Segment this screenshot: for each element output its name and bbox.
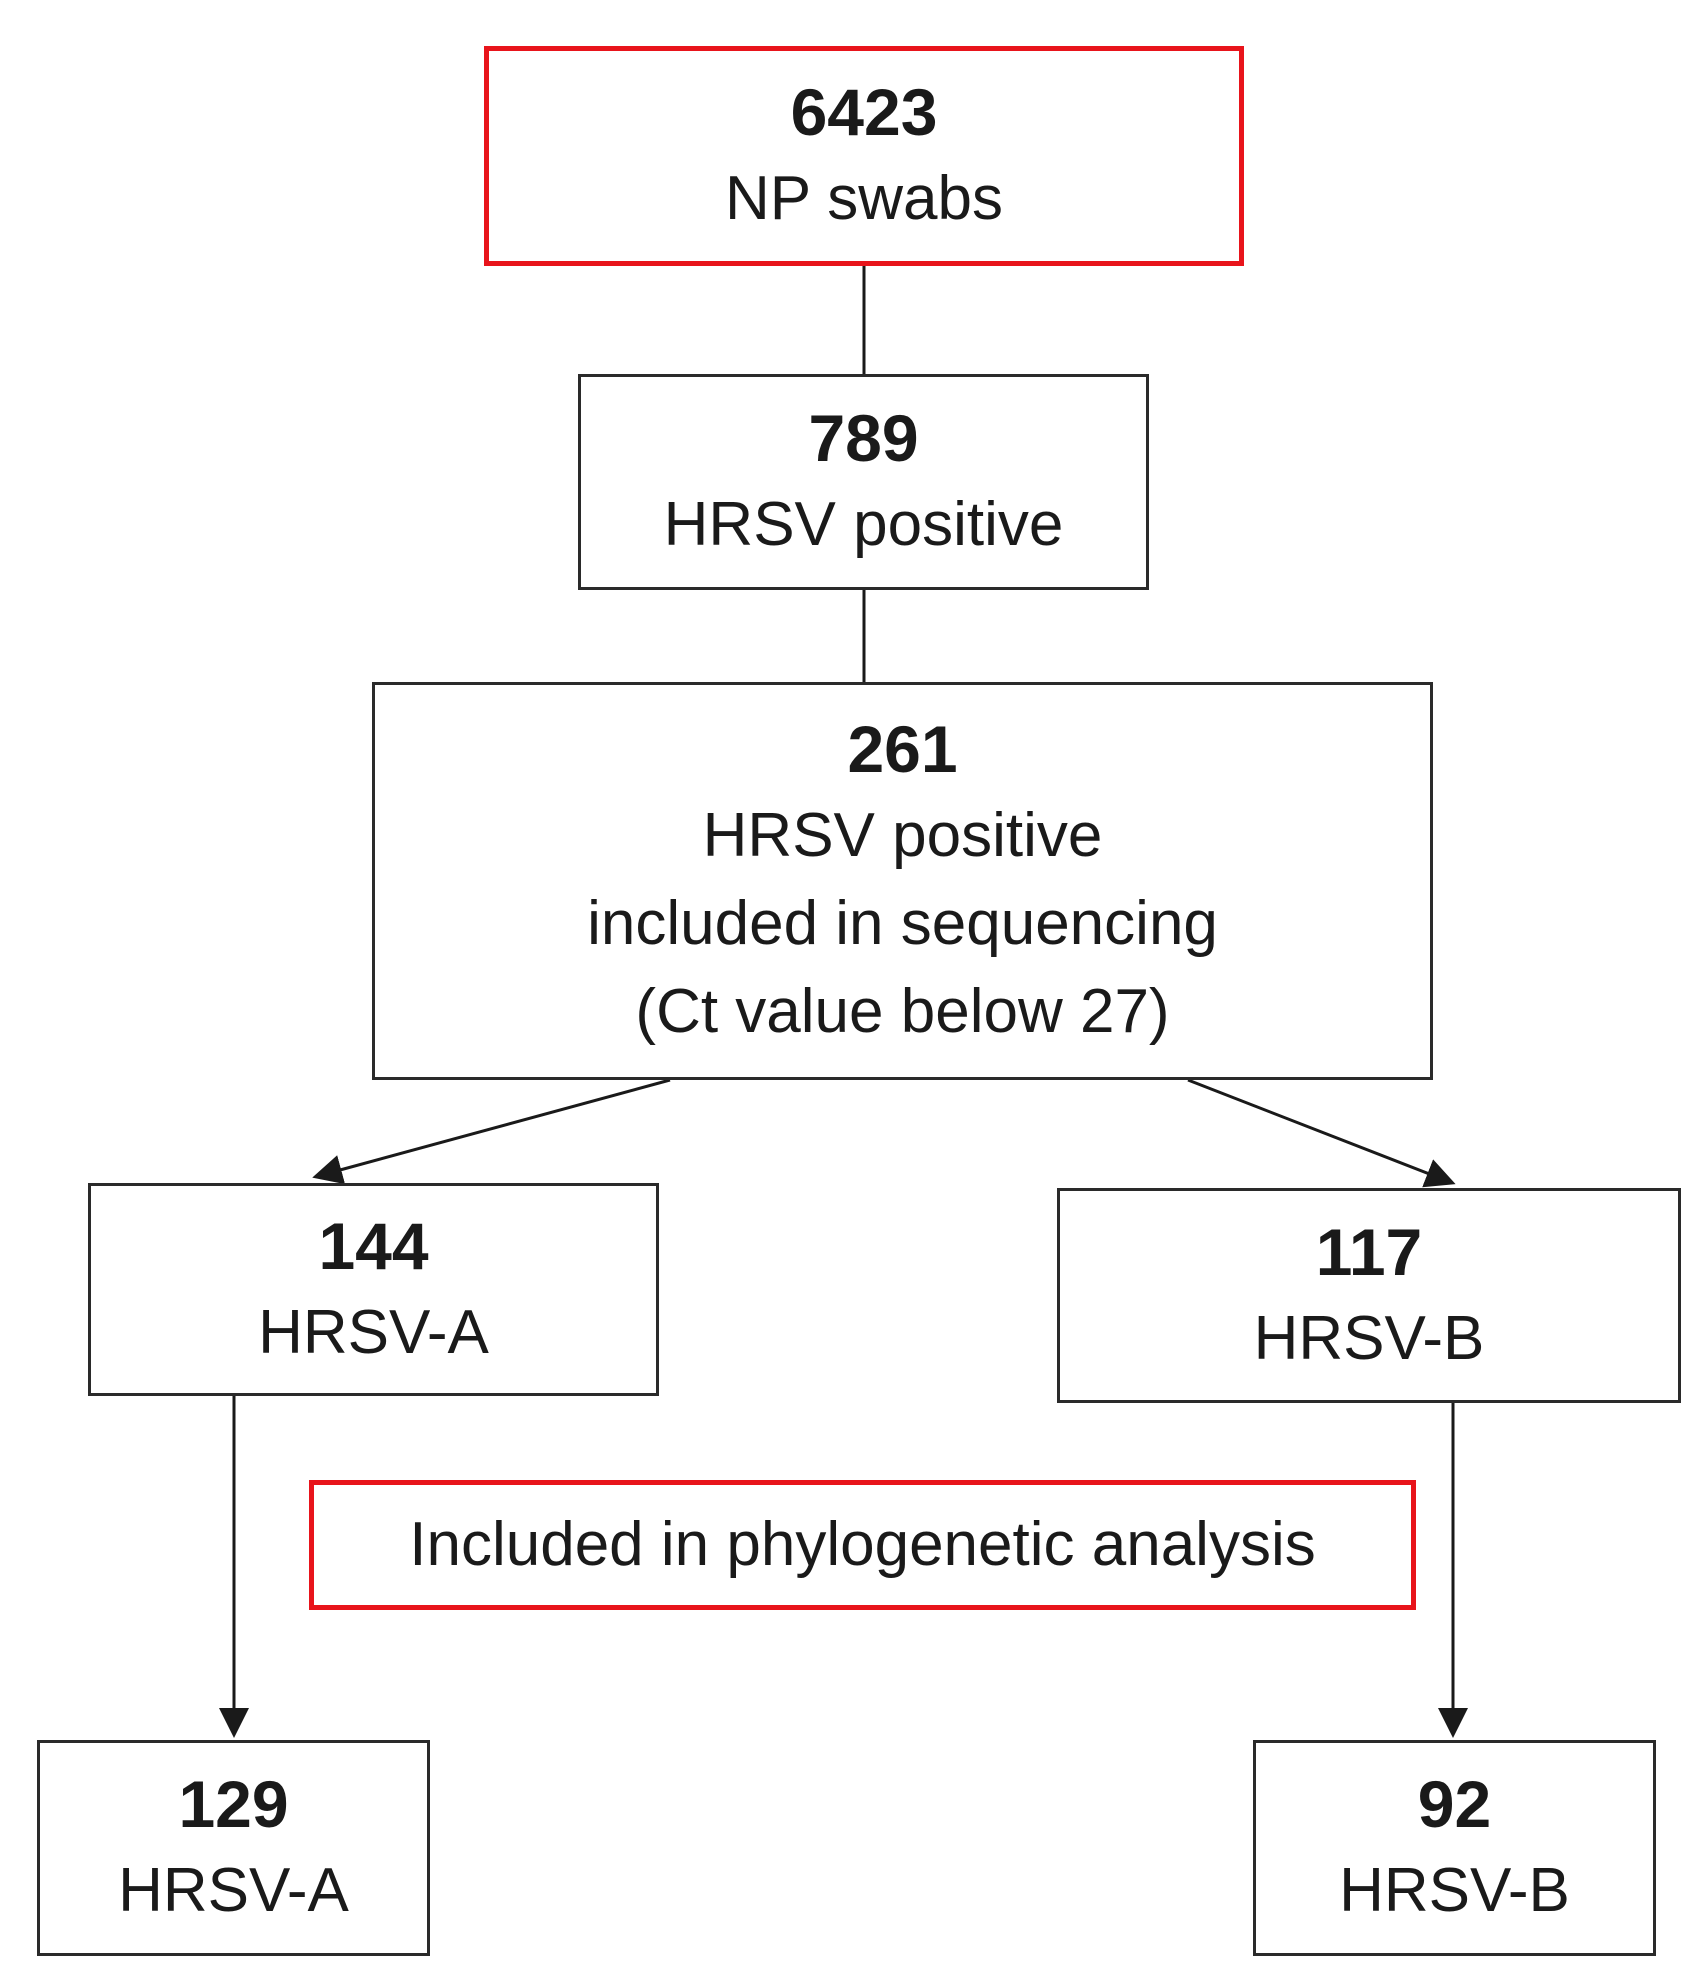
node-count: 261 [847, 712, 958, 786]
legend-phylogenetic-analysis: Included in phylogenetic analysis [309, 1480, 1416, 1610]
node-label: included in sequencing [587, 889, 1218, 958]
node-count: 92 [1417, 1767, 1492, 1841]
node-label: HRSV positive [663, 490, 1064, 559]
legend-label: Included in phylogenetic analysis [409, 1510, 1316, 1579]
node-label: NP swabs [725, 164, 1003, 233]
node-hrsv-b-phylogenetic: 92 HRSV-B [1253, 1740, 1656, 1956]
node-count: 789 [808, 401, 919, 475]
node-np-swabs: 6423 NP swabs [484, 46, 1244, 266]
node-label: HRSV-B [1339, 1856, 1570, 1925]
arrow-sequenced-to-hrsv-b [1187, 1078, 1456, 1188]
node-label: HRSV-B [1253, 1303, 1485, 1373]
node-hrsv-a-phylogenetic: 129 HRSV-A [37, 1740, 430, 1956]
node-count: 6423 [790, 75, 938, 149]
node-hrsv-b: 117 HRSV-B [1057, 1188, 1681, 1403]
node-hrsv-a: 144 HRSV-A [88, 1183, 659, 1396]
node-count: 129 [178, 1767, 289, 1841]
node-count: 144 [318, 1208, 429, 1283]
arrow-sequenced-to-hrsv-a [312, 1078, 671, 1185]
node-included-in-sequencing: 261 HRSV positive included in sequencing… [372, 682, 1433, 1080]
node-label: (Ct value below 27) [635, 977, 1170, 1046]
node-count: 117 [1315, 1214, 1423, 1289]
node-label: HRSV-A [258, 1297, 489, 1367]
node-hrsv-positive: 789 HRSV positive [578, 374, 1149, 590]
node-label: HRSV-A [118, 1856, 349, 1925]
node-label: HRSV positive [702, 801, 1103, 870]
